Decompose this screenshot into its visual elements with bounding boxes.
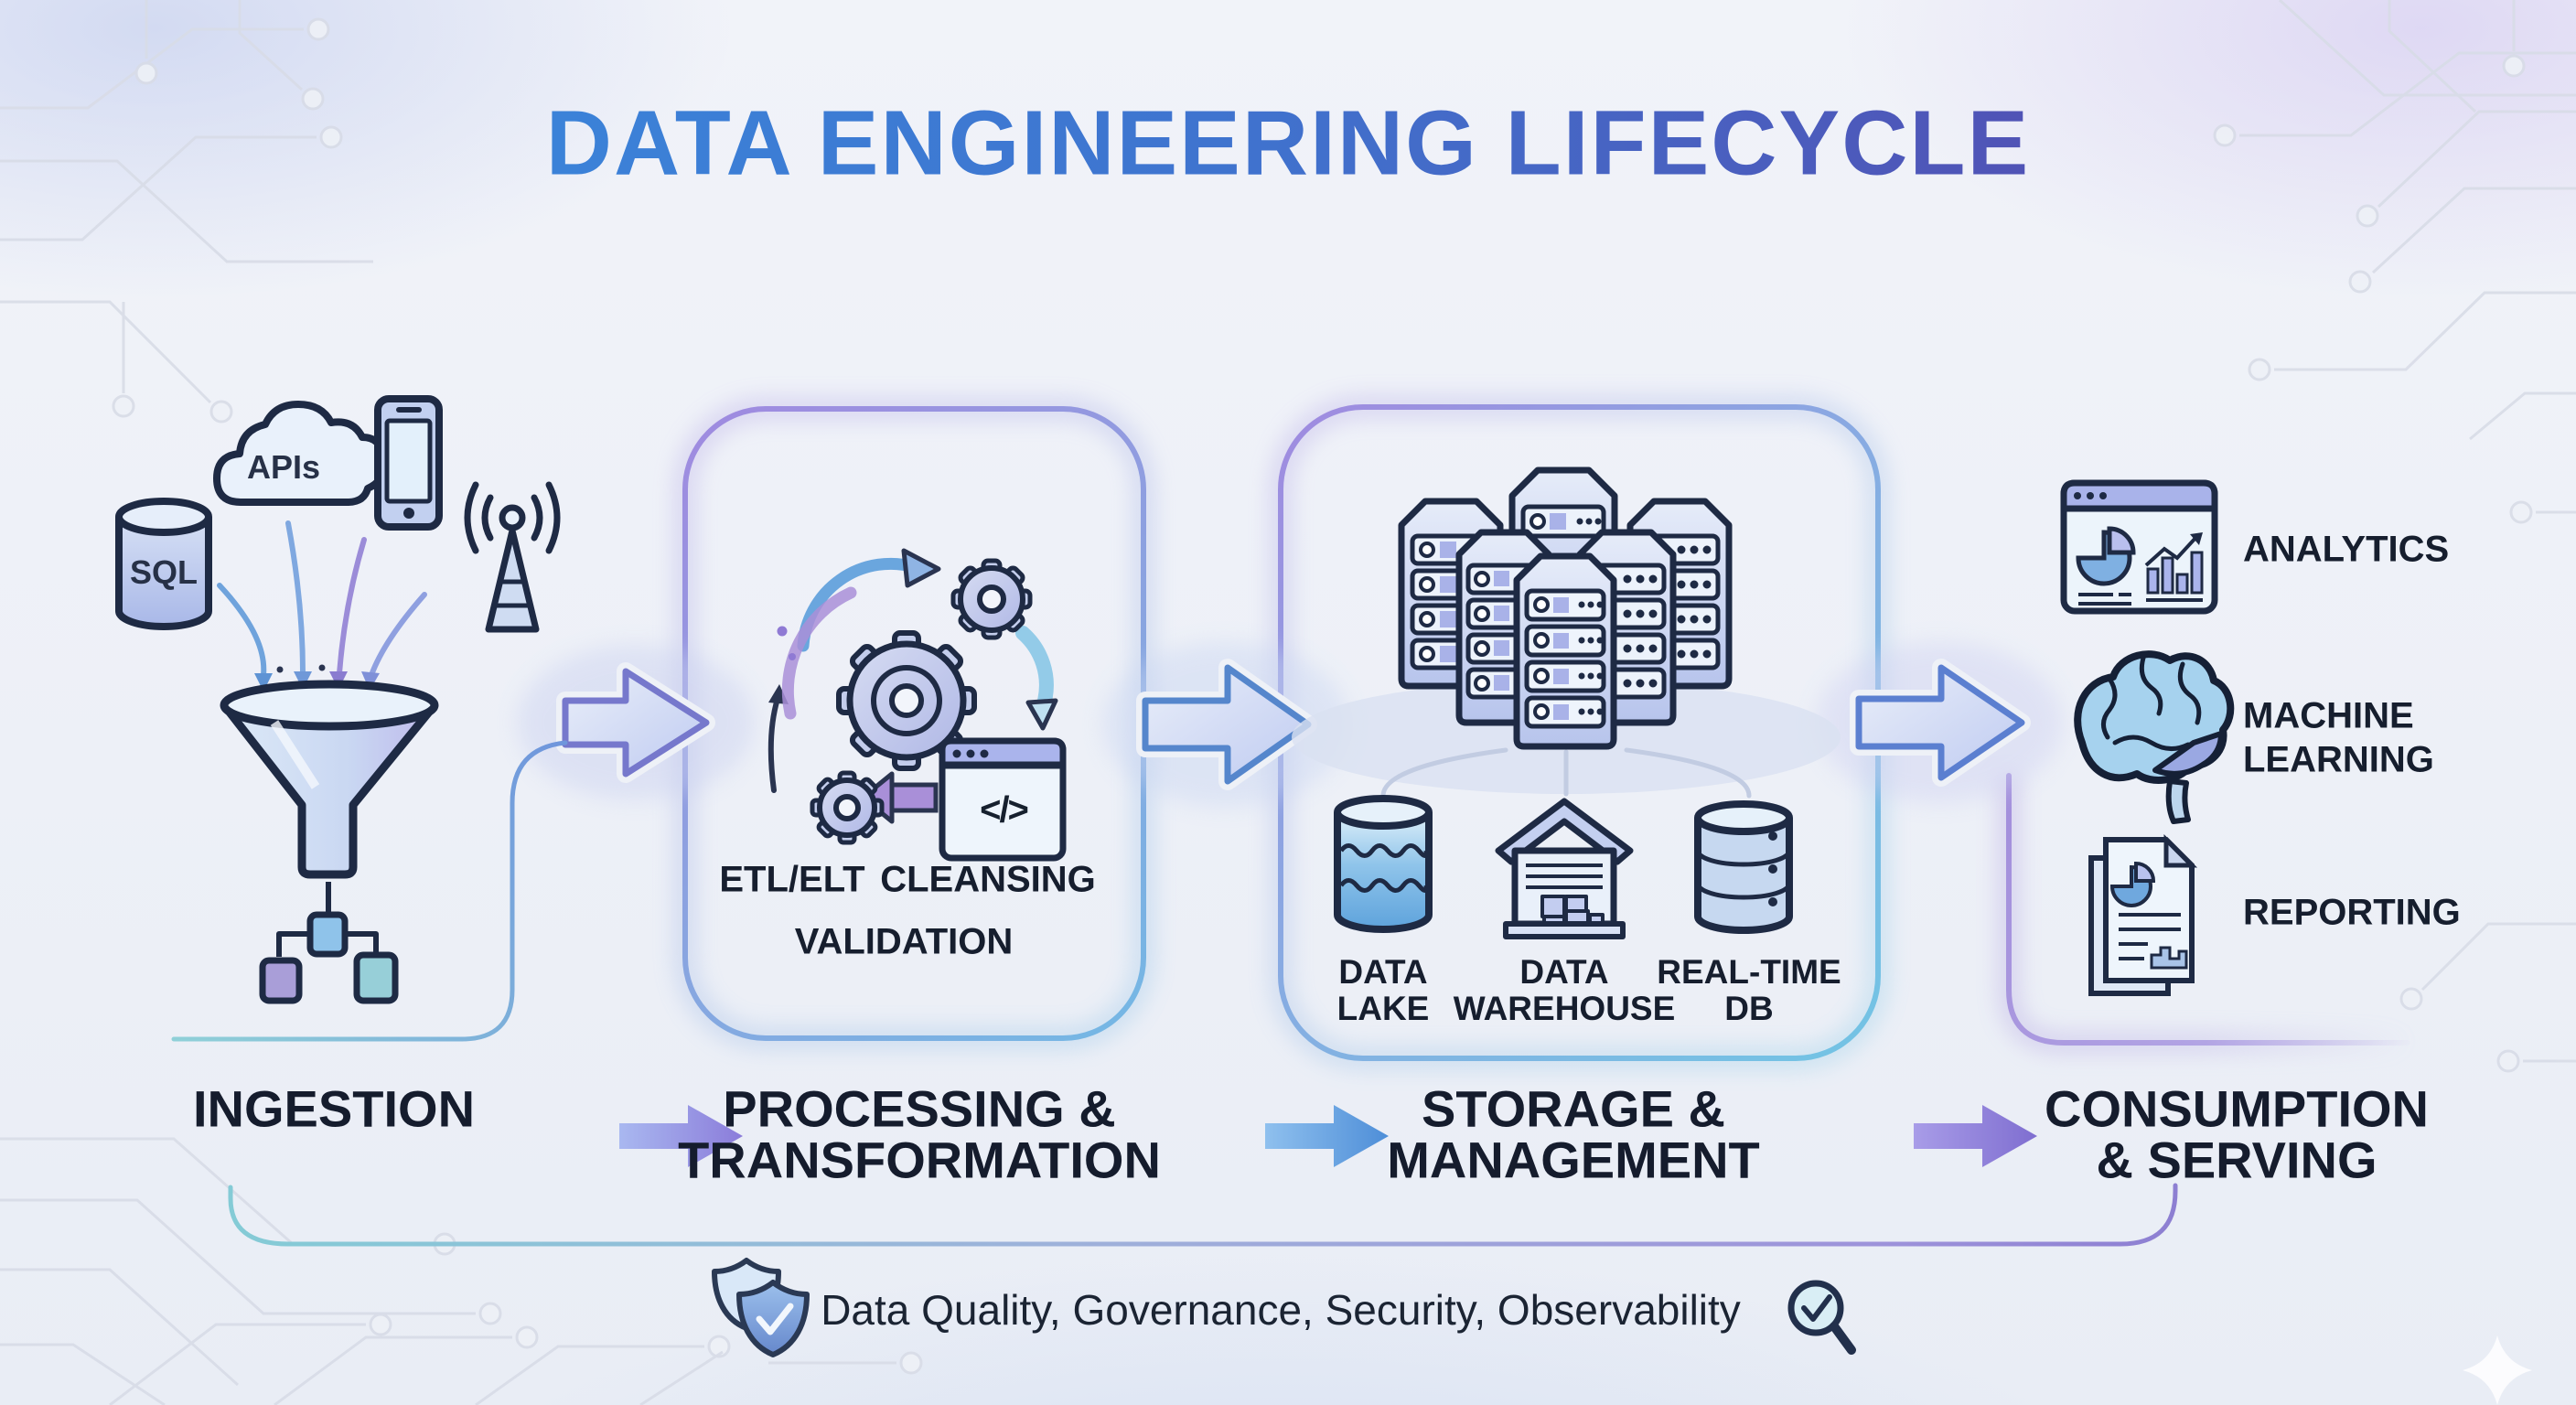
stage-label-consumption-2: & SERVING — [2096, 1131, 2377, 1189]
keyword-validation: VALIDATION — [794, 921, 1014, 962]
analytics-dashboard-icon — [2060, 479, 2218, 615]
data-lake-label-2: LAKE — [1336, 990, 1430, 1027]
mobile-device-icon — [374, 395, 443, 531]
stage-label-consumption-1: CONSUMPTION — [2045, 1079, 2429, 1138]
stage-label-processing-2: TRANSFORMATION — [678, 1131, 1161, 1189]
sql-database-icon — [115, 498, 212, 630]
apis-label: APIs — [246, 448, 321, 486]
shield-check-icon — [712, 1258, 810, 1357]
page-title: DATA ENGINEERING LIFECYCLE — [545, 91, 2031, 195]
data-lake-icon — [1334, 795, 1433, 933]
big-arrow-2 — [1102, 642, 1349, 807]
stage-label-storage-2: MANAGEMENT — [1387, 1131, 1760, 1189]
feedback-flow-line — [228, 1183, 2178, 1247]
sync-gears-icon — [767, 548, 1058, 845]
keyword-cleansing: CLEANSING — [880, 859, 1096, 900]
data-warehouse-icon — [1495, 798, 1634, 939]
sparkle-icon — [2463, 1335, 2532, 1405]
magnifier-check-icon — [1787, 1280, 1856, 1355]
data-warehouse-label-1: DATA — [1519, 953, 1609, 991]
data-warehouse-label-2: WAREHOUSE — [1453, 990, 1676, 1027]
sql-label: SQL — [129, 553, 199, 591]
footer-banner-text: Data Quality, Governance, Security, Obse… — [821, 1286, 1741, 1334]
reporting-label: REPORTING — [2243, 892, 2461, 933]
storage-connectors — [1380, 747, 1752, 799]
stage-label-ingestion: INGESTION — [192, 1079, 476, 1138]
flowchart-icon — [259, 882, 399, 1004]
server-cluster-icon — [1292, 467, 1841, 794]
real-time-db-label-1: REAL-TIME — [1657, 953, 1841, 991]
machine-learning-brain-icon — [2074, 650, 2235, 824]
label-arrow-2 — [1265, 1105, 1389, 1167]
code-glyph: </> — [980, 789, 1029, 831]
source-arrows — [217, 520, 427, 692]
data-lake-label-1: DATA — [1338, 953, 1428, 991]
real-time-db-icon — [1694, 800, 1793, 934]
label-arrow-3 — [1914, 1105, 2037, 1167]
reporting-document-icon — [2088, 833, 2198, 996]
big-arrow-3 — [1816, 642, 2063, 803]
keyword-etl-elt: ETL/ELT — [719, 859, 865, 900]
stage-label-storage-1: STORAGE & — [1422, 1079, 1725, 1138]
label-arrow-1 — [619, 1105, 743, 1167]
consumption-panel — [1999, 773, 2410, 1053]
machine-learning-label-1: MACHINE — [2243, 695, 2414, 736]
ingestion-flow-line — [171, 740, 568, 1042]
big-arrow-1 — [517, 645, 755, 800]
real-time-db-label-2: DB — [1724, 990, 1774, 1027]
code-window-icon — [939, 737, 1067, 862]
analytics-label: ANALYTICS — [2243, 529, 2450, 570]
machine-learning-label-2: LEARNING — [2243, 739, 2434, 780]
signal-tower-icon — [464, 481, 561, 633]
stage-label-processing-1: PROCESSING & — [723, 1079, 1116, 1138]
funnel-icon — [220, 680, 439, 879]
